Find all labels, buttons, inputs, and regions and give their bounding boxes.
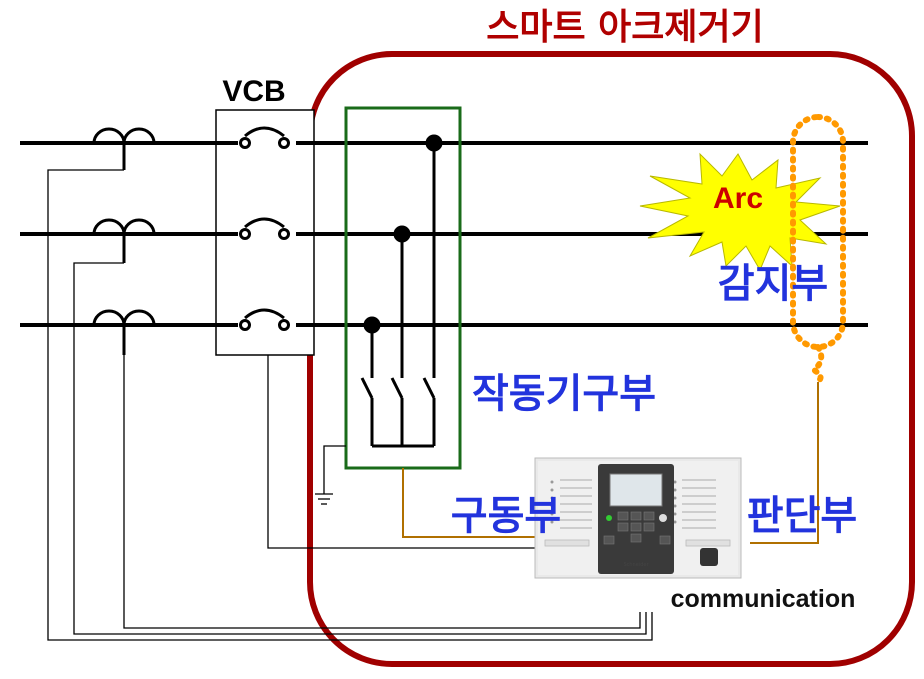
actuator-unit-label: 작동기구부 — [472, 371, 656, 417]
detection-unit-label: 감지부 — [718, 261, 828, 307]
ground-icon — [315, 445, 346, 505]
diagram-title: 스마트 아크제거기 — [486, 7, 764, 48]
ct-icon-phase-2 — [92, 218, 156, 235]
vcb-label: VCB — [222, 75, 285, 108]
relay-device: Schneider — [534, 457, 742, 579]
sensor-signal-wire — [750, 382, 819, 544]
current-transformers — [92, 127, 156, 355]
vcb-bus-pass — [216, 141, 314, 327]
driver-signal-wire — [402, 468, 540, 538]
communication-label: communication — [671, 585, 856, 613]
ct-secondary-wiring — [47, 169, 653, 641]
relay-port-icon — [700, 548, 718, 566]
arc-label: Arc — [713, 182, 763, 215]
smart-arc-eliminator-enclosure — [307, 51, 915, 667]
vcb-trip-wire — [267, 355, 540, 549]
judgment-unit-label: 판단부 — [747, 493, 857, 539]
actuator-mechanism — [360, 134, 443, 448]
vcb-contact-icon — [239, 137, 251, 149]
relay-led-icon — [606, 515, 612, 521]
optical-sensor-tail — [808, 344, 825, 385]
relay-display — [609, 473, 663, 507]
relay-brand-mark: Schneider — [623, 562, 649, 568]
ct-icon-phase-1 — [92, 127, 156, 144]
vcb-switches — [238, 126, 296, 333]
driver-unit-label: 구동부 — [451, 493, 561, 539]
ct-icon-phase-3 — [92, 309, 156, 326]
